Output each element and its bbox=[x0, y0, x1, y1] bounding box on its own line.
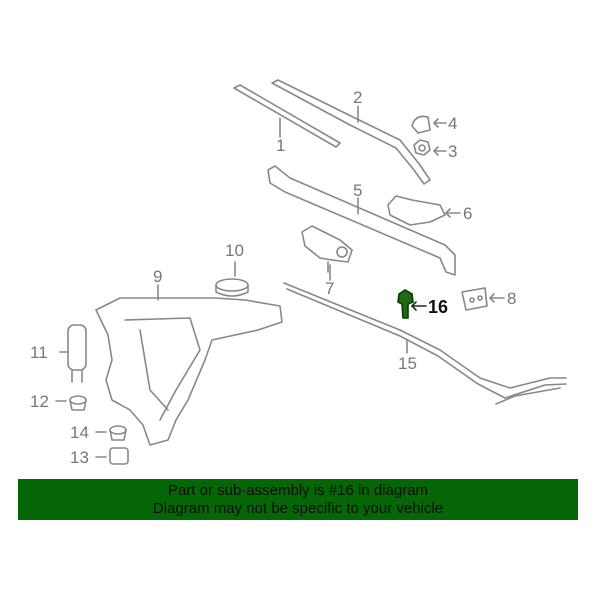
callout-11: 11 bbox=[30, 343, 48, 362]
washer-hose-drawing bbox=[283, 282, 567, 405]
washer-pump-drawing bbox=[59, 324, 87, 383]
reservoir-cap-drawing bbox=[215, 261, 249, 297]
callout-2: 2 bbox=[353, 88, 363, 107]
callout-14: 14 bbox=[70, 423, 89, 442]
wiper-motor-drawing bbox=[301, 225, 353, 281]
cap-drawing bbox=[411, 115, 447, 134]
wiper-blade-drawing bbox=[233, 84, 341, 148]
nut-drawing bbox=[413, 139, 447, 156]
reservoir-drawing bbox=[95, 284, 283, 446]
callout-15: 15 bbox=[398, 354, 417, 373]
callout-1: 1 bbox=[276, 136, 286, 155]
bracket-6-drawing bbox=[387, 195, 461, 226]
grommet-14-drawing bbox=[95, 425, 127, 441]
callout-10: 10 bbox=[225, 241, 244, 260]
callout-7: 7 bbox=[325, 279, 335, 298]
wiper-arm-drawing bbox=[271, 79, 431, 185]
callout-5: 5 bbox=[353, 181, 363, 200]
callout-4: 4 bbox=[448, 114, 458, 133]
callout-8: 8 bbox=[507, 289, 517, 308]
banner-line-disclaimer: Diagram may not be specific to your vehi… bbox=[152, 500, 444, 517]
callout-12: 12 bbox=[30, 392, 49, 411]
bracket-8-drawing bbox=[461, 287, 505, 311]
callout-6: 6 bbox=[463, 204, 473, 223]
grommet-12-drawing bbox=[55, 395, 87, 411]
callout-13: 13 bbox=[70, 448, 89, 467]
linkage-drawing bbox=[267, 165, 456, 276]
banner-line-part: Part or sub-assembly is #16 in diagram bbox=[167, 482, 429, 499]
bolt-16-drawing bbox=[397, 289, 427, 319]
callout-9: 9 bbox=[153, 267, 163, 286]
callout-16-highlighted: 16 bbox=[428, 297, 449, 317]
sensor-13-drawing bbox=[95, 447, 129, 465]
info-banner: Part or sub-assembly is #16 in diagram D… bbox=[18, 479, 578, 520]
callout-3: 3 bbox=[448, 142, 458, 161]
